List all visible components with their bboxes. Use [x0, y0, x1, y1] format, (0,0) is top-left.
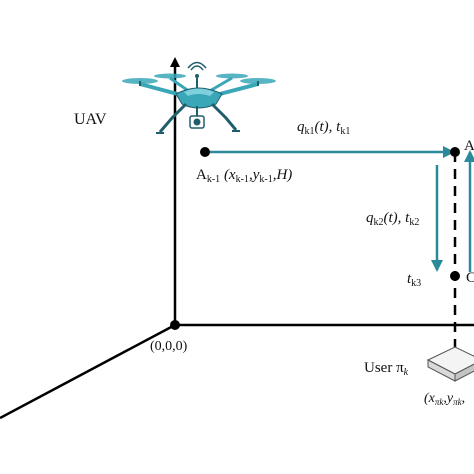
uav-label: UAV — [74, 111, 107, 128]
drone-icon — [122, 61, 276, 134]
user-device-icon — [426, 346, 474, 382]
label-q-k2: qk2(t), tk2 — [366, 210, 419, 228]
user-label: User πk — [364, 360, 409, 378]
label-a-right-partial: A — [464, 138, 474, 154]
label-q-k1: qk1(t), tk1 — [297, 119, 350, 137]
point-c-right — [450, 271, 460, 281]
point-a-right — [450, 147, 460, 157]
origin-point — [170, 320, 180, 330]
origin-label: (0,0,0) — [150, 339, 188, 354]
label-t-k3: tk3 — [407, 271, 421, 289]
point-a-prev — [200, 147, 210, 157]
label-c-right-partial: C — [466, 270, 474, 286]
user-coord-label: (xπk,yπk, — [424, 391, 465, 407]
y-axis — [0, 323, 176, 420]
label-a-prev: Ak-1 (xk-1,yk-1,H) — [196, 167, 292, 185]
